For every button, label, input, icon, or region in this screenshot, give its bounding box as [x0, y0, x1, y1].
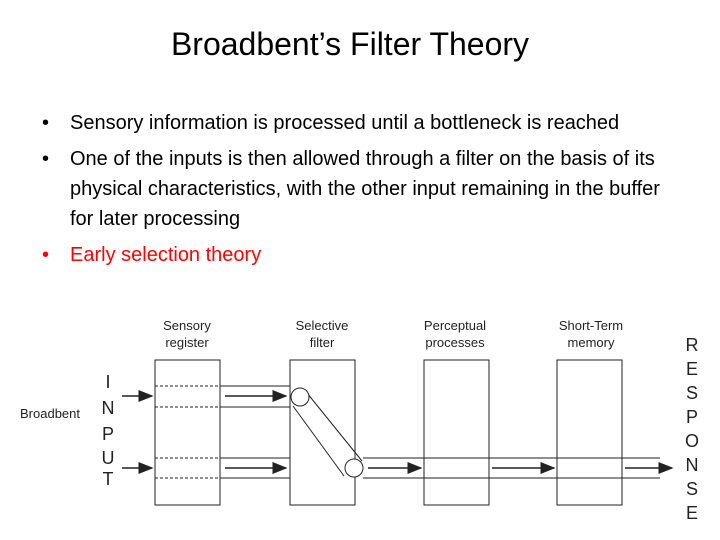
stage-label: Selective	[296, 318, 349, 333]
response-letter: E	[686, 359, 698, 379]
bullet-dot: •	[42, 244, 50, 266]
response-letter: N	[686, 455, 699, 475]
response-letter: O	[685, 431, 699, 451]
input-letter: N	[102, 398, 115, 418]
bullet-dot: •	[42, 148, 50, 170]
bullet-dot: •	[42, 112, 50, 134]
stage-label: register	[165, 335, 209, 350]
bullet-item: • Sensory information is processed until…	[42, 108, 682, 138]
model-label: Broadbent	[20, 406, 80, 421]
slide-title: Broadbent’s Filter Theory	[170, 26, 530, 62]
stage-label: Perceptual	[424, 318, 486, 333]
bullet-text: Early selection theory	[70, 244, 262, 266]
stage-label: Short-Term	[559, 318, 623, 333]
filter-gate-top	[290, 387, 310, 407]
stage-label: Sensory	[163, 318, 211, 333]
short-term-memory-box	[556, 359, 623, 506]
response-letter: E	[686, 503, 698, 523]
response-letter: R	[686, 335, 699, 355]
filter-tube-edge	[292, 405, 345, 477]
perceptual-processes-box	[423, 359, 490, 506]
response-letter: P	[686, 407, 698, 427]
input-letter: U	[102, 448, 115, 468]
stage-label: filter	[310, 335, 335, 350]
bullet-list: • Sensory information is processed until…	[42, 108, 682, 276]
stage-label: processes	[425, 335, 485, 350]
broadbent-diagram: Sensory register Selective filter Percep…	[20, 318, 699, 523]
bullet-item: • One of the inputs is then allowed thro…	[42, 144, 682, 234]
input-letter: P	[102, 424, 114, 444]
filter-tube-edge	[306, 392, 363, 462]
bullet-text: One of the inputs is then allowed throug…	[70, 148, 660, 230]
response-letter: S	[686, 383, 698, 403]
selective-filter-box	[289, 359, 356, 506]
response-letter: S	[686, 479, 698, 499]
input-letter: T	[103, 469, 114, 489]
stage-label: memory	[568, 335, 615, 350]
bullet-text: Sensory information is processed until a…	[70, 112, 620, 134]
bullet-item-highlight: • Early selection theory	[42, 240, 682, 270]
sensory-register-box	[154, 359, 221, 506]
input-letter: I	[105, 372, 110, 392]
filter-gate-bottom	[344, 458, 364, 478]
